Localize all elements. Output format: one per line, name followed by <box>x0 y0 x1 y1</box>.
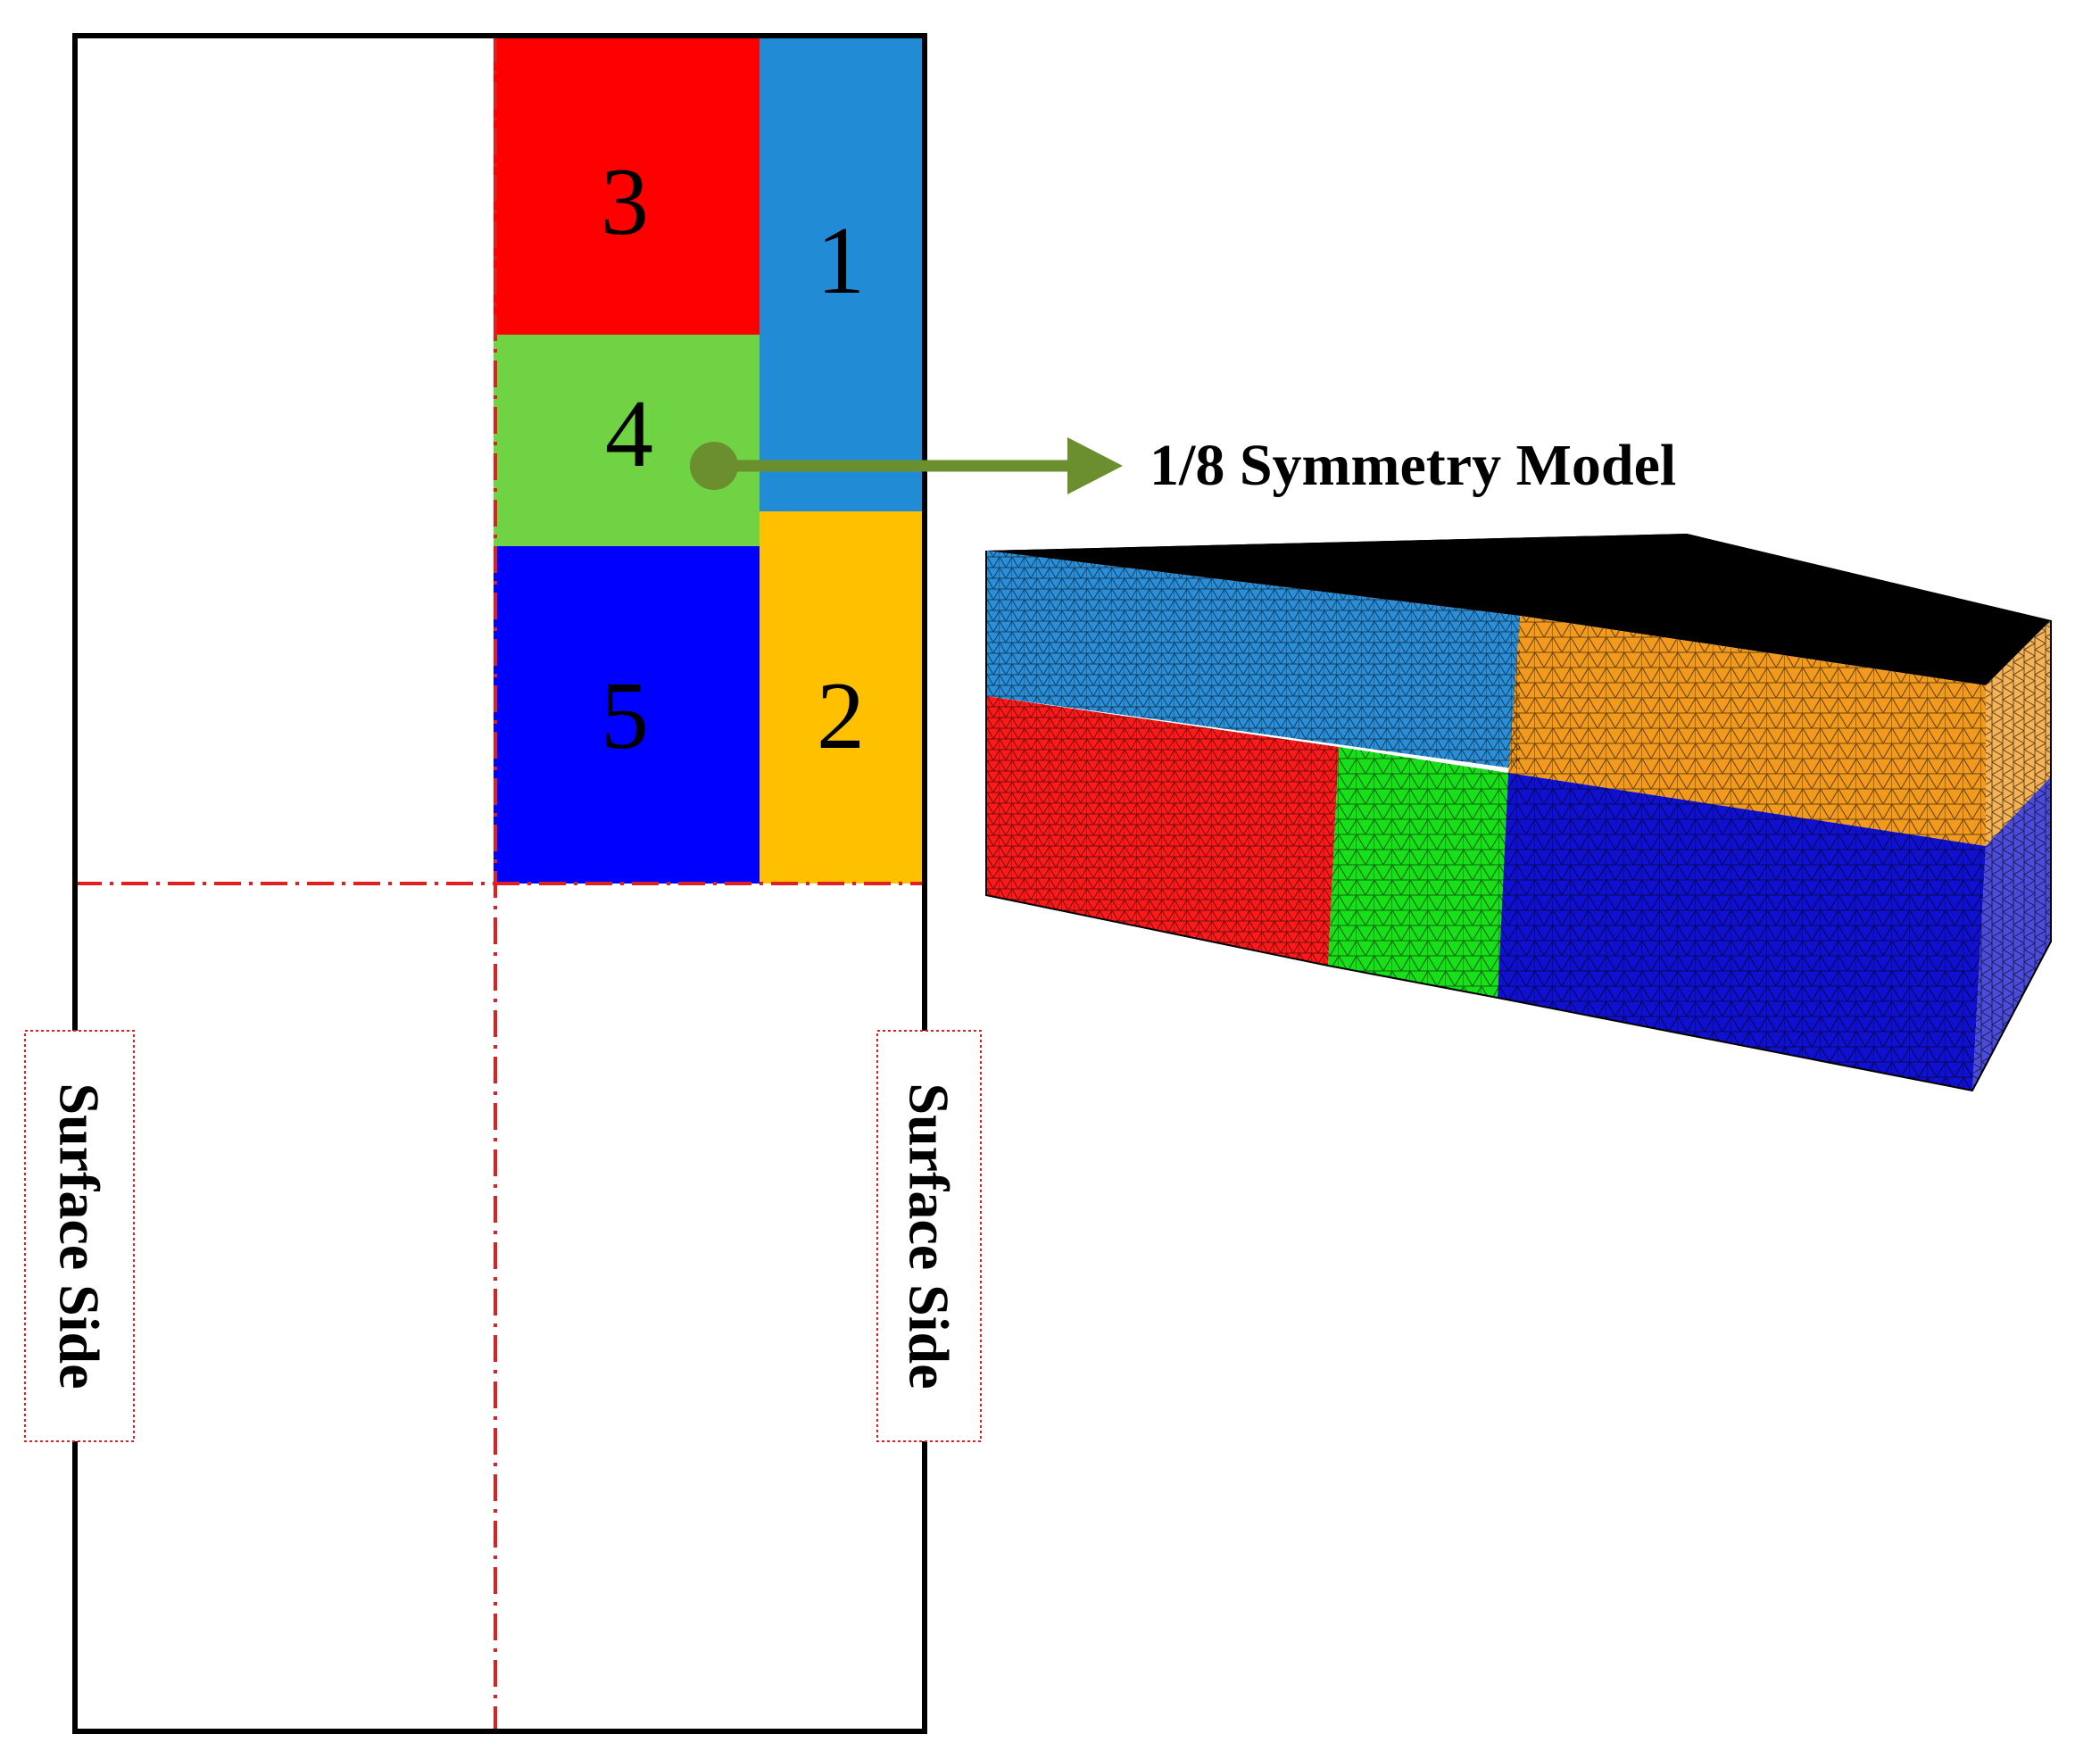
region-2 <box>759 511 925 884</box>
right-label-box <box>876 1030 982 1442</box>
left-surface-side-label: Surface Side <box>24 1030 135 1442</box>
mesh-model <box>985 534 2052 1092</box>
region-5-label: 5 <box>601 663 649 769</box>
model-title: 1/8 Symmetry Model <box>1150 433 1676 498</box>
callout-arrow <box>690 437 1123 494</box>
mesh-overlay-2 <box>1508 616 1986 846</box>
mesh-overlay-1 <box>986 551 1520 769</box>
left-label-box <box>24 1030 135 1442</box>
mesh-overlay-5 <box>1498 773 1986 1091</box>
left-label-text: Surface Side <box>48 1083 112 1389</box>
mesh-overlay-4 <box>1328 747 1508 998</box>
mesh-edges <box>985 551 2052 1092</box>
region-1-label: 1 <box>817 208 865 314</box>
mesh-overlay-side-lower <box>1972 776 2051 1091</box>
region-3 <box>494 36 759 335</box>
mesh-top-face-cover <box>986 534 2051 685</box>
mesh-overlay-side-upper <box>1986 620 2051 846</box>
region-3-label: 3 <box>601 149 649 255</box>
region-4 <box>494 335 759 546</box>
region-1 <box>759 36 925 511</box>
cross-section: 3 1 4 5 2 <box>72 33 927 1734</box>
region-5 <box>494 546 759 884</box>
callout-arrowhead <box>1067 437 1123 494</box>
region-2-label: 2 <box>817 663 865 769</box>
mesh-overlay-3 <box>986 696 1339 966</box>
region-4-label: 4 <box>605 381 653 487</box>
section-border <box>72 33 927 1734</box>
right-surface-side-label: Surface Side <box>876 1030 982 1442</box>
right-label-text: Surface Side <box>898 1083 961 1389</box>
